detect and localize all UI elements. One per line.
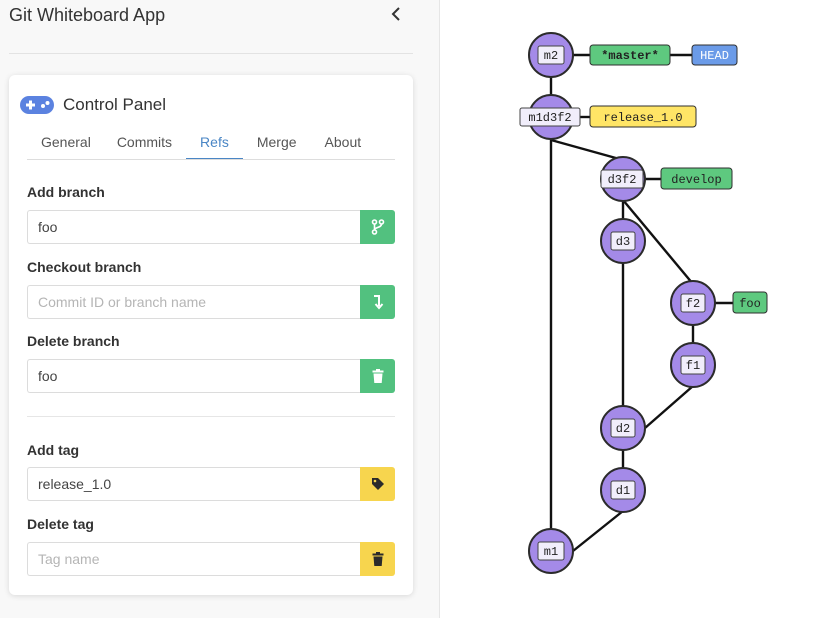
gamepad-icon bbox=[20, 96, 54, 114]
add-branch-button[interactable] bbox=[360, 210, 395, 244]
delete-tag-label: Delete tag bbox=[27, 516, 94, 532]
svg-text:d3: d3 bbox=[616, 235, 630, 249]
level-down-icon bbox=[373, 295, 383, 310]
tab-bar: General Commits Refs Merge About bbox=[27, 129, 395, 160]
head-label[interactable]: HEAD bbox=[691, 44, 738, 66]
svg-text:f2: f2 bbox=[686, 297, 700, 311]
add-branch-group bbox=[27, 210, 395, 244]
add-tag-button[interactable] bbox=[360, 467, 395, 501]
commit-node[interactable]: m1d3f2 bbox=[519, 94, 581, 140]
commit-node[interactable]: d3 bbox=[600, 218, 646, 264]
tab-merge[interactable]: Merge bbox=[256, 134, 297, 150]
commit-node[interactable]: d1 bbox=[600, 467, 646, 513]
add-branch-input[interactable] bbox=[27, 210, 360, 244]
svg-text:*master*: *master* bbox=[601, 49, 659, 63]
add-branch-label: Add branch bbox=[27, 184, 105, 200]
tab-general[interactable]: General bbox=[41, 134, 91, 150]
commit-node[interactable]: d2 bbox=[600, 405, 646, 451]
svg-text:d3f2: d3f2 bbox=[608, 173, 637, 187]
control-panel-header: Control Panel bbox=[19, 93, 166, 117]
svg-text:d2: d2 bbox=[616, 422, 630, 436]
edge-f1-d2 bbox=[644, 385, 694, 429]
delete-tag-input[interactable] bbox=[27, 542, 360, 576]
checkout-branch-group bbox=[27, 285, 395, 319]
collapse-sidebar-button[interactable] bbox=[388, 4, 404, 24]
branch-label-foo[interactable]: foo bbox=[732, 291, 768, 314]
trash-icon bbox=[372, 369, 383, 383]
delete-branch-group bbox=[27, 359, 395, 393]
tag-label-release[interactable]: release_1.0 bbox=[589, 105, 697, 128]
header-divider bbox=[9, 53, 413, 54]
checkout-branch-button[interactable] bbox=[360, 285, 395, 319]
control-panel-card: Control Panel General Commits Refs Merge… bbox=[9, 75, 413, 595]
edge-d3f2-f2 bbox=[622, 199, 694, 285]
commit-node[interactable]: f1 bbox=[670, 342, 716, 388]
edge-m1d3f2-d3f2 bbox=[550, 138, 624, 162]
edge-d1-m1 bbox=[572, 510, 624, 552]
tab-commits[interactable]: Commits bbox=[116, 134, 173, 150]
add-tag-input[interactable] bbox=[27, 467, 360, 501]
sidebar: Git Whiteboard App Control Panel General… bbox=[9, 0, 440, 618]
control-panel-title: Control Panel bbox=[63, 95, 167, 114]
add-tag-group bbox=[27, 467, 395, 501]
delete-branch-label: Delete branch bbox=[27, 333, 120, 349]
add-tag-label: Add tag bbox=[27, 442, 80, 458]
branch-label-master[interactable]: *master* bbox=[589, 44, 671, 66]
chevron-left-icon bbox=[391, 7, 400, 21]
svg-text:m2: m2 bbox=[544, 49, 558, 63]
svg-text:develop: develop bbox=[671, 173, 721, 187]
trash-icon bbox=[372, 552, 383, 566]
commit-node[interactable]: m1 bbox=[528, 528, 574, 574]
svg-text:m1d3f2: m1d3f2 bbox=[528, 111, 571, 125]
code-branch-icon bbox=[371, 219, 384, 235]
svg-text:f1: f1 bbox=[686, 359, 700, 373]
delete-branch-input[interactable] bbox=[27, 359, 360, 393]
checkout-branch-label: Checkout branch bbox=[27, 259, 142, 275]
commit-node[interactable]: d3f2 bbox=[600, 156, 646, 202]
tag-icon bbox=[371, 478, 384, 490]
svg-text:release_1.0: release_1.0 bbox=[603, 111, 682, 125]
delete-tag-group bbox=[27, 542, 395, 576]
commit-node[interactable]: m2 bbox=[528, 32, 574, 78]
delete-branch-button[interactable] bbox=[360, 359, 395, 393]
branch-label-develop[interactable]: develop bbox=[660, 167, 733, 190]
commit-graph: m2 m1d3f2 d3f2 d3 f2 f1 d2 d1 bbox=[519, 32, 768, 574]
svg-text:m1: m1 bbox=[544, 545, 558, 559]
tab-about[interactable]: About bbox=[324, 134, 362, 150]
delete-tag-button[interactable] bbox=[360, 542, 395, 576]
svg-text:foo: foo bbox=[739, 297, 761, 311]
tab-refs[interactable]: Refs bbox=[186, 129, 243, 159]
checkout-branch-input[interactable] bbox=[27, 285, 360, 319]
commit-node[interactable]: f2 bbox=[670, 280, 716, 326]
app-title: Git Whiteboard App bbox=[9, 5, 166, 25]
svg-text:d1: d1 bbox=[616, 484, 630, 498]
section-divider bbox=[27, 416, 395, 417]
svg-text:HEAD: HEAD bbox=[700, 49, 729, 63]
